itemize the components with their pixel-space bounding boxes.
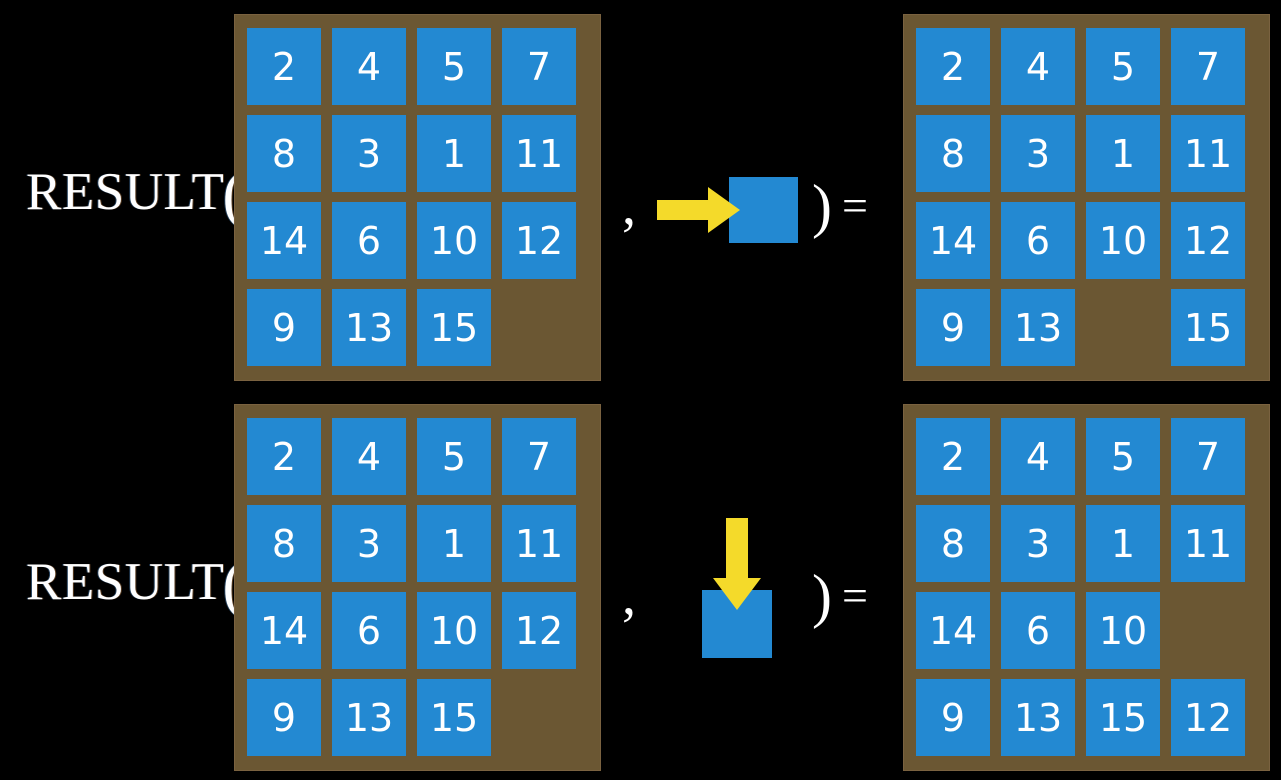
tile[interactable]: 8 <box>916 115 990 192</box>
tile[interactable]: 11 <box>1171 115 1245 192</box>
blank-tile[interactable] <box>502 679 576 756</box>
close-paren-and-equals-row-1: )= <box>812 176 868 236</box>
function-name-rest: ESULT <box>61 163 225 221</box>
tile[interactable]: 14 <box>247 592 321 669</box>
tile[interactable]: 6 <box>1001 202 1075 279</box>
equals-sign: = <box>841 570 868 621</box>
tile[interactable]: 4 <box>332 418 406 495</box>
argument-separator-comma: , <box>622 175 636 237</box>
output-board-row-1: 2 4 5 7 8 3 1 11 14 6 10 12 9 13 15 <box>903 14 1270 381</box>
tile[interactable]: 7 <box>502 418 576 495</box>
tile[interactable]: 12 <box>502 202 576 279</box>
tile[interactable]: 15 <box>1171 289 1245 366</box>
tile[interactable]: 2 <box>916 418 990 495</box>
tile[interactable]: 3 <box>1001 505 1075 582</box>
tile[interactable]: 6 <box>332 592 406 669</box>
output-grid-row-2: 2 4 5 7 8 3 1 11 14 6 10 9 13 15 12 <box>916 418 1245 756</box>
tile[interactable]: 13 <box>1001 289 1075 366</box>
output-grid-row-1: 2 4 5 7 8 3 1 11 14 6 10 12 9 13 15 <box>916 28 1245 366</box>
tile[interactable]: 11 <box>1171 505 1245 582</box>
function-name-rest: ESULT <box>61 553 225 611</box>
tile[interactable]: 8 <box>916 505 990 582</box>
tile[interactable]: 13 <box>1001 679 1075 756</box>
argument-separator-comma: , <box>622 565 636 627</box>
input-board-row-1: 2 4 5 7 8 3 1 11 14 6 10 12 9 13 15 <box>234 14 601 381</box>
tile[interactable]: 7 <box>1171 418 1245 495</box>
tile[interactable]: 11 <box>502 505 576 582</box>
close-paren: ) <box>812 563 832 629</box>
tile[interactable]: 9 <box>247 289 321 366</box>
tile[interactable]: 12 <box>502 592 576 669</box>
tile[interactable]: 10 <box>1086 592 1160 669</box>
tile[interactable]: 3 <box>332 505 406 582</box>
tile[interactable]: 6 <box>332 202 406 279</box>
tile[interactable]: 9 <box>916 679 990 756</box>
equation-row-1: RESULT( 2 4 5 7 8 3 1 11 14 6 10 12 9 13… <box>26 14 1270 381</box>
blank-tile[interactable] <box>502 289 576 366</box>
tile[interactable]: 13 <box>332 289 406 366</box>
tile[interactable]: 3 <box>332 115 406 192</box>
close-paren-and-equals-row-2: )= <box>812 566 868 626</box>
tile[interactable]: 9 <box>916 289 990 366</box>
arrow-right-icon <box>657 187 740 233</box>
tile[interactable]: 12 <box>1171 679 1245 756</box>
tile[interactable]: 13 <box>332 679 406 756</box>
tile[interactable]: 2 <box>247 28 321 105</box>
tile[interactable]: 1 <box>1086 505 1160 582</box>
tile[interactable]: 1 <box>417 115 491 192</box>
tile[interactable]: 14 <box>916 202 990 279</box>
tile[interactable]: 2 <box>916 28 990 105</box>
tile[interactable]: 5 <box>1086 28 1160 105</box>
tile[interactable]: 3 <box>1001 115 1075 192</box>
blank-tile[interactable] <box>1086 289 1160 366</box>
tile[interactable]: 12 <box>1171 202 1245 279</box>
tile[interactable]: 2 <box>247 418 321 495</box>
tile[interactable]: 11 <box>502 115 576 192</box>
tile[interactable]: 4 <box>332 28 406 105</box>
tile[interactable]: 1 <box>1086 115 1160 192</box>
tile[interactable]: 7 <box>502 28 576 105</box>
tile[interactable]: 5 <box>1086 418 1160 495</box>
result-function-label-row-1: RESULT( <box>26 162 245 228</box>
tile[interactable]: 5 <box>417 28 491 105</box>
tile[interactable]: 14 <box>247 202 321 279</box>
tile[interactable]: 8 <box>247 115 321 192</box>
tile[interactable]: 4 <box>1001 28 1075 105</box>
tile[interactable]: 10 <box>417 202 491 279</box>
tile[interactable]: 14 <box>916 592 990 669</box>
operation-move-right <box>650 160 810 260</box>
tile[interactable]: 15 <box>1086 679 1160 756</box>
tile[interactable]: 9 <box>247 679 321 756</box>
tile[interactable]: 6 <box>1001 592 1075 669</box>
tile[interactable]: 4 <box>1001 418 1075 495</box>
equals-sign: = <box>841 180 868 231</box>
input-grid-row-1: 2 4 5 7 8 3 1 11 14 6 10 12 9 13 15 <box>247 28 576 366</box>
operation-move-down <box>690 500 800 670</box>
arrow-down-icon <box>713 518 761 610</box>
close-paren: ) <box>812 173 832 239</box>
output-board-row-2: 2 4 5 7 8 3 1 11 14 6 10 9 13 15 12 <box>903 404 1270 771</box>
tile[interactable]: 5 <box>417 418 491 495</box>
tile[interactable]: 15 <box>417 679 491 756</box>
tile[interactable]: 8 <box>247 505 321 582</box>
function-name-initial: R <box>26 163 62 221</box>
operation-target-tile <box>729 177 798 243</box>
tile[interactable]: 7 <box>1171 28 1245 105</box>
input-grid-row-2: 2 4 5 7 8 3 1 11 14 6 10 12 9 13 15 <box>247 418 576 756</box>
input-board-row-2: 2 4 5 7 8 3 1 11 14 6 10 12 9 13 15 <box>234 404 601 771</box>
tile[interactable]: 1 <box>417 505 491 582</box>
equation-row-2: RESULT( 2 4 5 7 8 3 1 11 14 6 10 12 9 13… <box>0 390 1281 780</box>
tile[interactable]: 10 <box>417 592 491 669</box>
blank-tile[interactable] <box>1171 592 1245 669</box>
tile[interactable]: 15 <box>417 289 491 366</box>
function-name-initial: R <box>26 553 62 611</box>
result-function-label-row-2: RESULT( <box>26 552 245 618</box>
tile[interactable]: 10 <box>1086 202 1160 279</box>
